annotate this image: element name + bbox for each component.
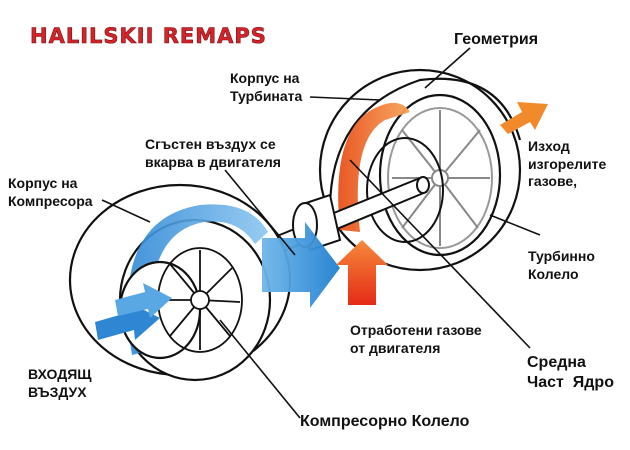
- compressed-air-arrow: [262, 222, 340, 308]
- label-intake-air: ВХОДЯЩ ВЪЗДУХ: [28, 366, 92, 400]
- intake-air-arrow-1: [95, 302, 160, 340]
- turbine-inner-ring: [366, 137, 444, 243]
- label-exhaust-out: Изход изгорелите газове,: [528, 138, 607, 189]
- label-compressor-housing: Корпус на Компресора: [8, 175, 93, 209]
- label-turbine-wheel: Турбинно Колело: [528, 248, 595, 282]
- turbine-wheel: [387, 107, 493, 249]
- cold-air-swirl: [127, 204, 268, 355]
- leader-lines: [101, 47, 541, 419]
- label-compressed-air: Сгъстен въздух се вкарва в двигателя: [145, 136, 281, 170]
- brand-logo: HALILSKII REMAPS: [30, 24, 267, 49]
- exhaust-in-arrow: [336, 240, 388, 305]
- label-geometry: Геометрия: [454, 31, 539, 48]
- label-turbine-housing: Корпус на Турбината: [230, 70, 303, 104]
- exhaust-out-arrow: [500, 102, 548, 134]
- label-center-core: Средна Част Ядро: [527, 354, 614, 391]
- hot-gas-swirl: [338, 102, 410, 232]
- label-compressor-wheel: Компресорно Колело: [300, 413, 470, 430]
- label-exhaust-in: Отработени газове от двигателя: [350, 322, 482, 356]
- intake-air-arrow-2: [115, 283, 172, 318]
